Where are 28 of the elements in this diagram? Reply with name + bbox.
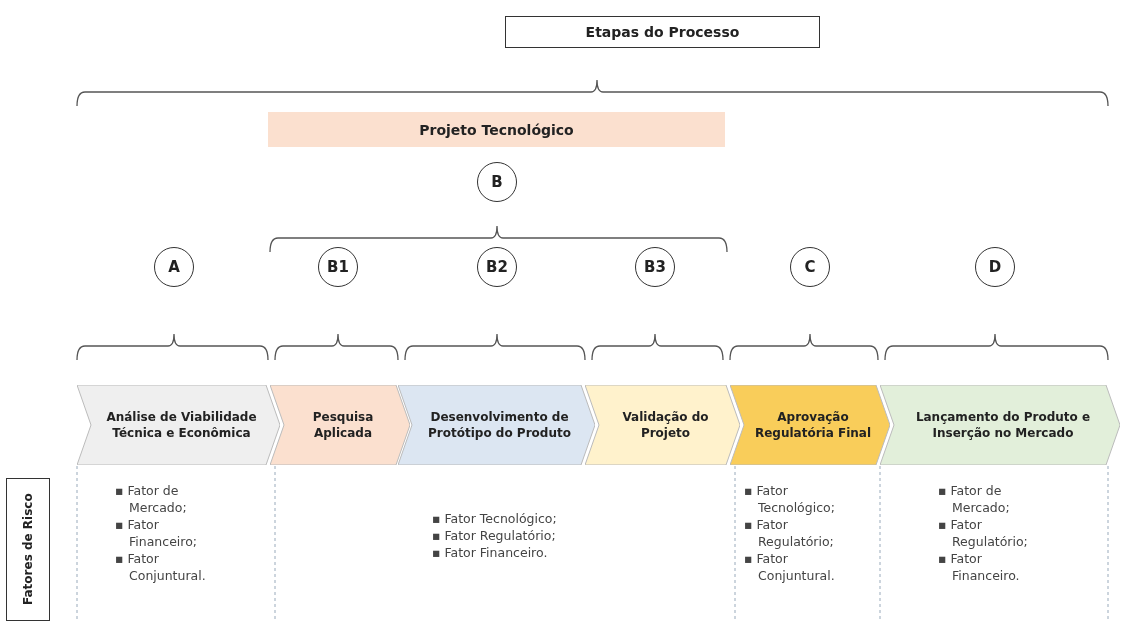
- risk-factor-item: ▪ Fator Tecnológico;: [432, 510, 558, 527]
- stage-circle: C: [790, 247, 830, 287]
- chevron-step: Lançamento do Produto e Inserção no Mercado: [880, 385, 1120, 465]
- chevron-step: Desenvolvimento de Protótipo do Produto: [398, 385, 595, 465]
- risk-factor-item: ▪ Fator Financeiro.: [432, 544, 549, 561]
- stage-circle: B: [477, 162, 517, 202]
- risk-factor-item: ▪ Fator Regulatório;: [938, 516, 1029, 550]
- risk-factor-item: ▪ Fator Regulatório;: [432, 527, 557, 544]
- stage-circle: B2: [477, 247, 517, 287]
- stage-circle: B3: [635, 247, 675, 287]
- vertical-label-box: Fatores de Risco: [6, 478, 50, 621]
- risk-factor-item: ▪ Fator Tecnológico;: [744, 482, 836, 516]
- stage-circle: A: [154, 247, 194, 287]
- risk-factor-item: ▪ Fator Regulatório;: [744, 516, 835, 550]
- stage-circle: D: [975, 247, 1015, 287]
- chevron-step: Validação do Projeto: [585, 385, 740, 465]
- chevron-step: Pesquisa Aplicada: [270, 385, 410, 465]
- chevron-step: Aprovação Regulatória Final: [730, 385, 890, 465]
- risk-factor-item: ▪ Fator de Mercado;: [115, 482, 188, 516]
- risk-factor-item: ▪ Fator Conjuntural.: [744, 550, 836, 584]
- phase-band: Projeto Tecnológico: [268, 112, 725, 147]
- risk-factor-item: ▪ Fator de Mercado;: [938, 482, 1011, 516]
- stage-circle: B1: [318, 247, 358, 287]
- chevron-step: Análise de Viabilidade Técnica e Econômica: [77, 385, 280, 465]
- risk-factor-item: ▪ Fator Financeiro;: [115, 516, 199, 550]
- risk-factor-item: ▪ Fator Conjuntural.: [115, 550, 207, 584]
- risk-factor-item: ▪ Fator Financeiro.: [938, 550, 1021, 584]
- title-box: Etapas do Processo: [505, 16, 820, 48]
